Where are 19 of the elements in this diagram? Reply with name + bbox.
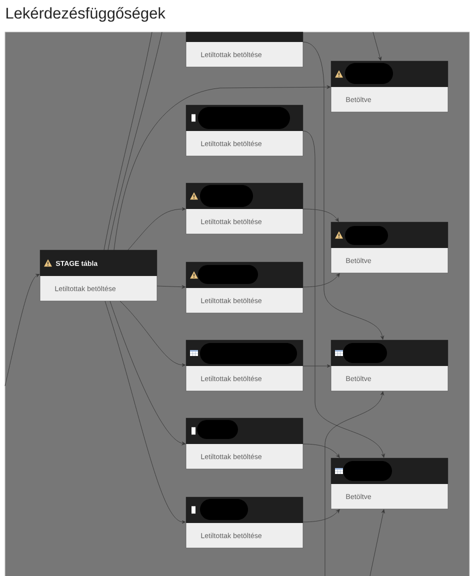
arrow [302, 444, 340, 458]
arrow [302, 509, 340, 522]
arrow [302, 42, 384, 340]
connector-line [104, 32, 152, 250]
connector-line [108, 32, 162, 250]
arrow [324, 391, 384, 576]
arrow [302, 130, 385, 458]
arrow [156, 285, 186, 289]
arrow [372, 32, 382, 61]
arrow [370, 509, 385, 576]
arrow [120, 300, 186, 367]
arrow [114, 85, 331, 250]
arrow [128, 207, 186, 250]
arrow [302, 208, 339, 222]
arrow [104, 300, 186, 524]
arrow [110, 300, 186, 446]
arrow [302, 273, 340, 288]
page-title: Lekérdezésfüggőségek [6, 7, 166, 22]
arrow [4, 274, 40, 386]
